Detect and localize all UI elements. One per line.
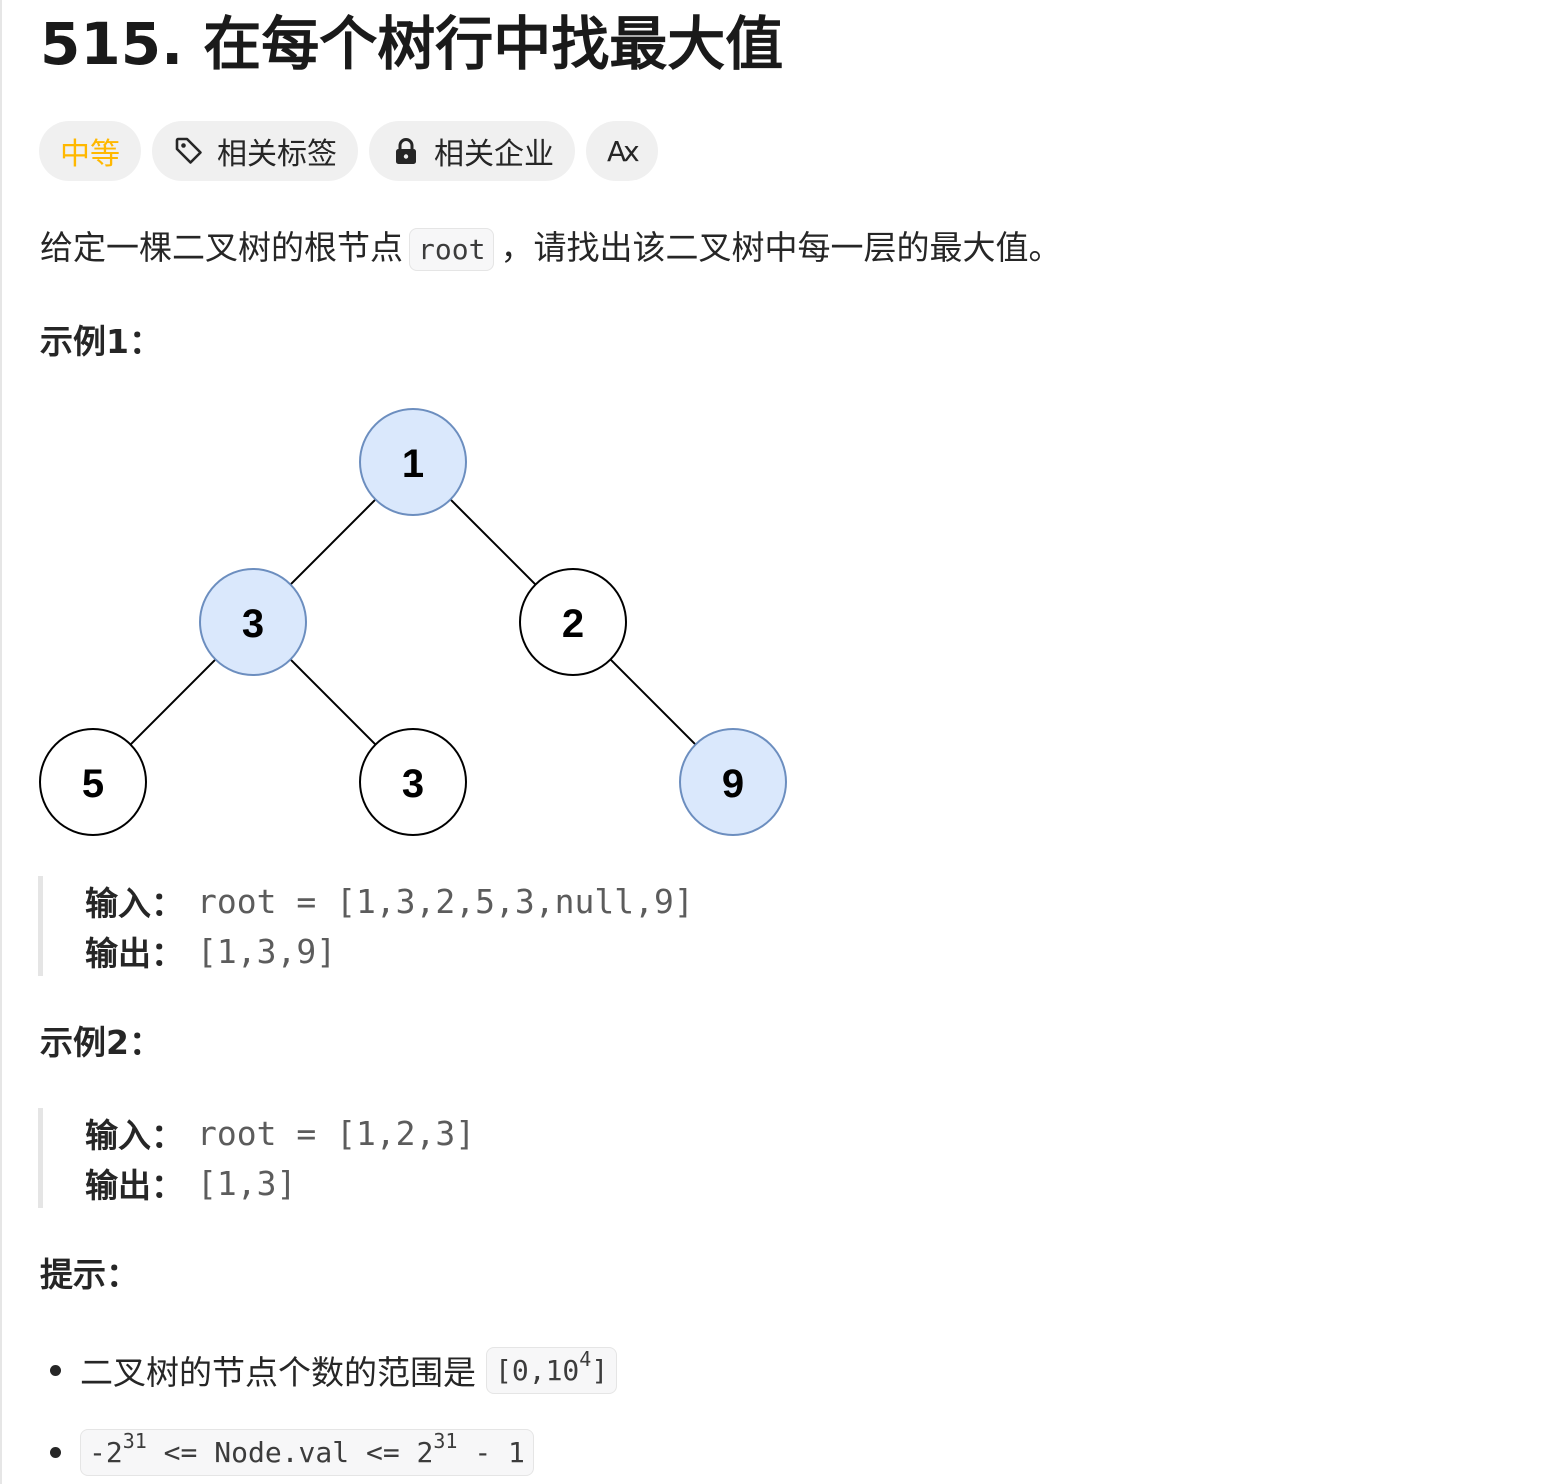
tree-node-circle	[359, 728, 467, 836]
tree-node-circle	[39, 728, 147, 836]
tree-node-label: 1	[402, 442, 424, 486]
bullet-icon	[50, 1365, 61, 1376]
tree-edge-left-to-left-left	[129, 658, 217, 746]
example-2-input-label: 输入：	[85, 1116, 184, 1155]
example-2-input-value: root = [1,2,3]	[197, 1113, 476, 1153]
hint-2-code: -231 <= Node.val <= 231 - 1	[80, 1428, 534, 1476]
example-1-output-label: 输出：	[85, 934, 184, 973]
related-tags-button[interactable]: 相关标签	[152, 121, 358, 181]
tree-edges	[129, 498, 697, 746]
example-2-heading: 示例2：	[40, 1023, 162, 1062]
tree-edge-right-to-right-right	[609, 658, 697, 746]
description-text-after: ，请找出该二叉树中每一层的最大值。	[500, 228, 1062, 267]
example-2-output-value: [1,3]	[197, 1163, 297, 1203]
tree-edge-left-to-left-right	[289, 658, 377, 746]
example-2-output-line: 输出： [1,3]	[85, 1158, 475, 1208]
tree-edge-root-to-right	[449, 498, 537, 586]
example-2-output-label: 输出：	[85, 1166, 184, 1205]
tree-node-label: 2	[562, 602, 584, 646]
related-companies-label: 相关企业	[434, 137, 554, 172]
example-1-block: 输入： root = [1,3,2,5,3,null,9] 输出： [1,3,9…	[38, 876, 694, 976]
tree-node-circle	[359, 408, 467, 516]
binary-tree-diagram: 1 3 2 5 3 9	[39, 408, 787, 836]
tree-node-circle	[519, 568, 627, 676]
tree-nodes: 1 3 2 5 3 9	[39, 408, 787, 836]
tree-node-left-left: 5	[39, 728, 147, 836]
tree-node-root: 1	[359, 408, 467, 516]
example-1-output-value: [1,3,9]	[197, 931, 337, 971]
hint-1-code: [0,104]	[486, 1346, 618, 1394]
left-divider	[0, 0, 2, 1484]
hint-1-text: 二叉树的节点个数的范围是	[80, 1353, 476, 1392]
difficulty-label: 中等	[60, 137, 120, 172]
example-1-output-line: 输出： [1,3,9]	[85, 926, 694, 976]
difficulty-badge[interactable]: 中等	[39, 121, 141, 181]
hints-heading: 提示：	[40, 1255, 139, 1294]
hint-item: -231 <= Node.val <= 231 - 1	[40, 1422, 617, 1482]
example-1-heading: 示例1：	[40, 322, 162, 361]
tree-node-left: 3	[199, 568, 307, 676]
tag-icon	[173, 135, 205, 167]
related-companies-button[interactable]: 相关企业	[369, 121, 575, 181]
hint-item: 二叉树的节点个数的范围是 [0,104]	[40, 1340, 618, 1400]
lock-icon	[390, 135, 422, 167]
tree-node-circle	[679, 728, 787, 836]
tree-edge-root-to-left	[289, 498, 377, 586]
tree-node-circle	[199, 568, 307, 676]
translate-button[interactable]: Ax	[586, 121, 658, 181]
tag-bar: 中等 相关标签 相关企业 Ax	[39, 121, 658, 181]
translate-icon: Ax	[607, 134, 640, 168]
example-2-block: 输入： root = [1,2,3] 输出： [1,3]	[38, 1108, 475, 1208]
bullet-icon	[50, 1447, 61, 1458]
example-1-input-line: 输入： root = [1,3,2,5,3,null,9]	[85, 876, 694, 926]
tree-node-right-right: 9	[679, 728, 787, 836]
example-2-input-line: 输入： root = [1,2,3]	[85, 1108, 475, 1158]
root-inline-code: root	[409, 228, 495, 271]
example-1-input-label: 输入：	[85, 884, 184, 923]
tree-node-right: 2	[519, 568, 627, 676]
tree-node-label: 5	[82, 762, 104, 806]
example-1-input-value: root = [1,3,2,5,3,null,9]	[197, 881, 694, 921]
tree-node-label: 3	[402, 762, 424, 806]
tree-node-label: 9	[722, 762, 744, 806]
tree-node-label: 3	[242, 602, 264, 646]
related-tags-label: 相关标签	[217, 137, 337, 172]
hints-list: 二叉树的节点个数的范围是 [0,104] -231 <= Node.val <= …	[40, 1340, 618, 1482]
tree-node-left-right: 3	[359, 728, 467, 836]
description-text-before: 给定一棵二叉树的根节点	[40, 228, 403, 267]
problem-title: 515. 在每个树行中找最大值	[40, 10, 784, 78]
